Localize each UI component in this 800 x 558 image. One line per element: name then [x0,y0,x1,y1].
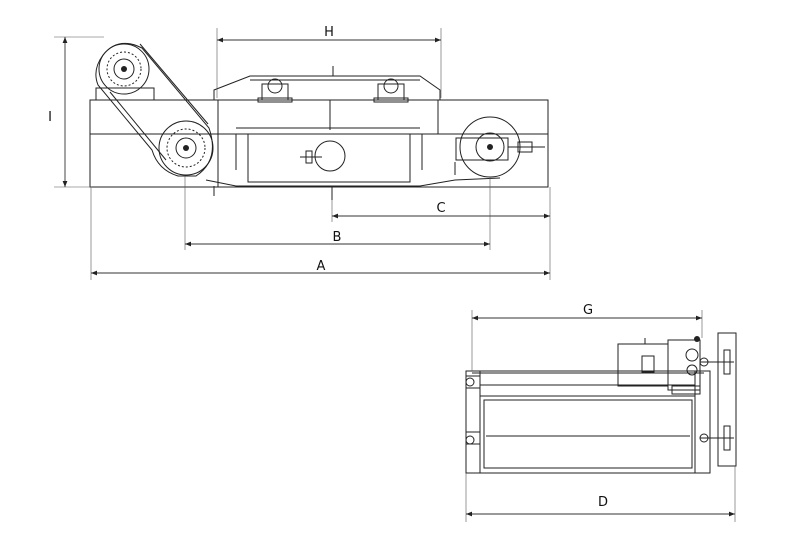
dimension-g: G [471,303,703,371]
handwheel-top [699,349,734,375]
driven-sprocket [158,120,214,176]
dimension-h: H [216,25,442,98]
dimension-b-label: B [333,230,342,245]
magnet-body [483,399,693,469]
dimension-a-label: A [317,259,326,274]
junction-port [314,140,346,172]
dimension-i: I [48,36,104,188]
dimension-a: A [90,187,550,280]
main-frame [89,99,549,188]
chain-belt [95,42,213,177]
dimension-c-label: C [436,201,445,216]
drive-pulley [95,43,155,101]
dimension-b: B [184,176,491,250]
handwheel-bottom [699,425,734,451]
dimension-c: C [331,187,551,280]
roller-left-top [465,375,481,389]
dimension-g-label: G [583,303,593,318]
top-view [465,332,737,474]
dimension-i-label: I [48,110,52,125]
bearing-block-right [373,78,409,103]
magnet-box [247,133,411,183]
bottom-plate [205,177,501,187]
dimension-d: D [465,466,736,522]
tail-pulley [454,116,545,178]
gear-reducer [667,336,701,395]
belt-frame [465,370,711,474]
top-cover [213,75,441,100]
dimension-d-label: D [598,495,608,510]
side-view [89,42,549,200]
side-plate [717,332,737,467]
dimension-h-label: H [324,25,334,40]
motor [617,338,669,387]
bearing-block-left [257,78,293,103]
